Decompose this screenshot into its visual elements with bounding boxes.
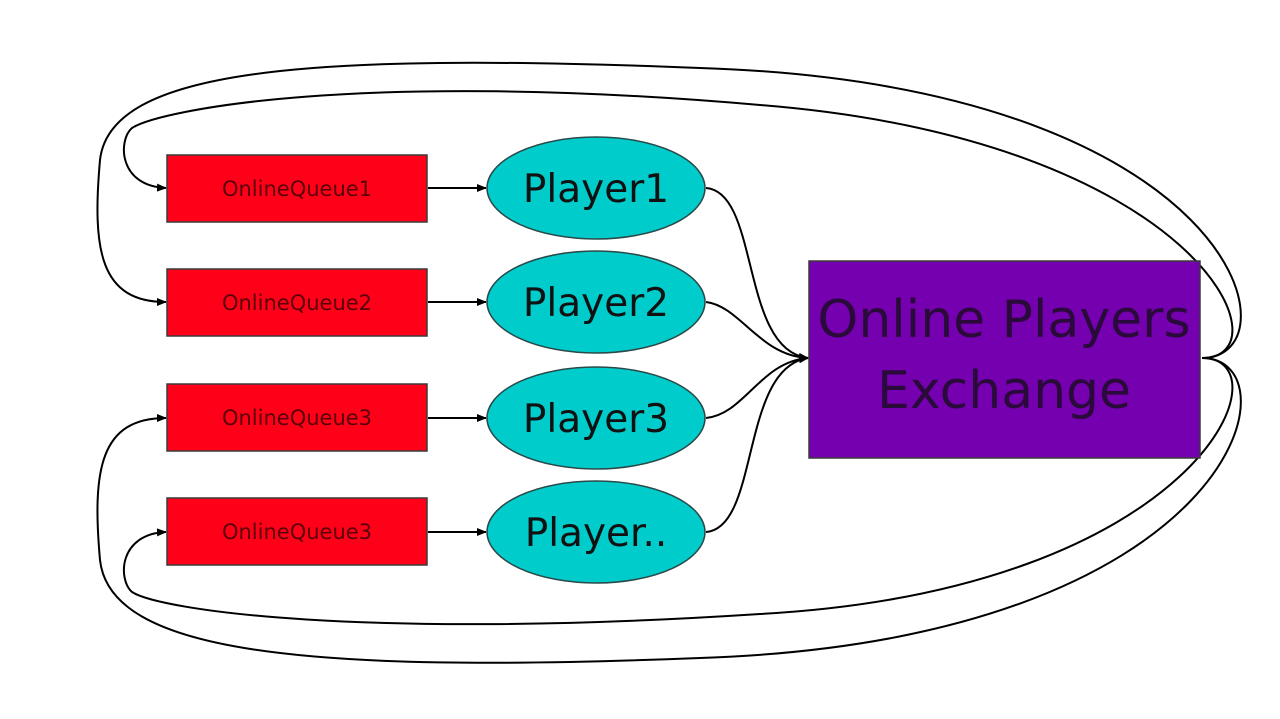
player-node-label: Player3 <box>523 397 669 442</box>
queue-node-label: OnlineQueue1 <box>222 177 372 201</box>
player-node-4: Player.. <box>486 480 706 584</box>
player-node-label: Player2 <box>523 281 669 326</box>
queue-node-label: OnlineQueue3 <box>222 406 372 430</box>
exchange-label-line2: Exchange <box>877 361 1131 421</box>
queue-node-2: OnlineQueue2 <box>166 268 428 337</box>
edge-exchange-to-queue3 <box>96 357 1242 664</box>
edge-player3-to-exchange <box>705 354 809 419</box>
edge-exchange-to-queue4 <box>122 357 1234 626</box>
queue-node-label: OnlineQueue3 <box>222 520 372 544</box>
player-node-1: Player1 <box>486 136 706 240</box>
player-node-3: Player3 <box>486 366 706 470</box>
player-node-label: Player.. <box>525 511 668 556</box>
queue-node-4: OnlineQueue3 <box>166 497 428 566</box>
player-node-2: Player2 <box>486 250 706 354</box>
queue-node-1: OnlineQueue1 <box>166 154 428 223</box>
queue-node-label: OnlineQueue2 <box>222 291 372 315</box>
edge-exchange-to-queue1 <box>122 90 1234 359</box>
exchange-node: Online Players Exchange <box>808 260 1201 459</box>
edge-player2-to-exchange <box>705 301 809 362</box>
edge-player1-to-exchange <box>705 187 809 361</box>
player-node-label: Player1 <box>523 167 669 212</box>
exchange-label-line1: Online Players <box>817 290 1190 350</box>
queue-node-3: OnlineQueue3 <box>166 383 428 452</box>
edge-exchange-to-queue2 <box>96 61 1242 359</box>
edge-player4-to-exchange <box>705 355 809 533</box>
